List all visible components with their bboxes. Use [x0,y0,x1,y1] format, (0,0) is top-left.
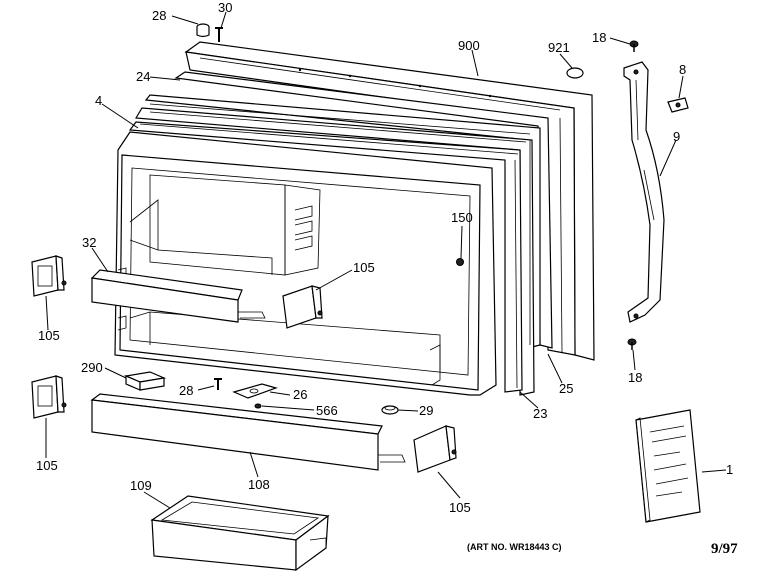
block-290 [123,371,167,391]
label-900: 900 [458,38,480,53]
door-liner [114,131,497,396]
label-18-top: 18 [592,30,606,45]
bracket-8 [667,97,689,113]
shelf-support-105-left-lower [31,375,67,419]
label-28-lower: 28 [179,383,193,398]
bin-109 [150,495,330,572]
shelf-bar-108 [90,393,406,471]
label-29: 29 [419,403,433,418]
hinge-9 [623,61,665,323]
label-18-bottom: 18 [628,370,642,385]
label-23: 23 [533,406,547,421]
label-290: 290 [81,360,103,375]
label-150: 150 [451,210,473,225]
shelf-support-105-left-upper [31,255,67,297]
label-109: 109 [130,478,152,493]
label-4: 4 [95,93,102,108]
label-32: 32 [82,235,96,250]
art-number: (ART NO. WR18443 C) [467,542,562,552]
screw-18-top [629,40,639,52]
shelf-bar-32 [90,269,266,323]
label-105-left-upper: 105 [38,328,60,343]
label-28-top: 28 [152,8,166,23]
screw-28-lower [214,378,222,390]
label-105-lower-right: 105 [449,500,471,515]
screw-18-bottom [627,338,637,350]
label-921: 921 [548,40,570,55]
label-30: 30 [218,0,232,15]
leader-lines [45,11,727,509]
plug-921 [566,67,584,79]
label-9: 9 [673,129,680,144]
screw-30 [215,27,223,42]
label-24: 24 [136,69,150,84]
shelf-support-105-middle [282,285,323,329]
label-108: 108 [248,477,270,492]
label-105-left-lower: 105 [36,458,58,473]
plug-28-top [196,23,210,38]
label-105-middle: 105 [353,260,375,275]
label-8: 8 [679,62,686,77]
label-1: 1 [726,462,733,477]
owners-manual-1 [635,409,701,523]
screw-566 [254,403,262,409]
cam-150 [456,258,464,266]
label-26: 26 [293,387,307,402]
label-566: 566 [316,403,338,418]
label-25: 25 [559,381,573,396]
door-gasket-frames [128,71,553,396]
plug-29 [381,405,399,415]
plate-26 [232,383,278,399]
date-code: 9/97 [711,541,738,557]
shelf-support-105-lower-right [413,425,457,473]
